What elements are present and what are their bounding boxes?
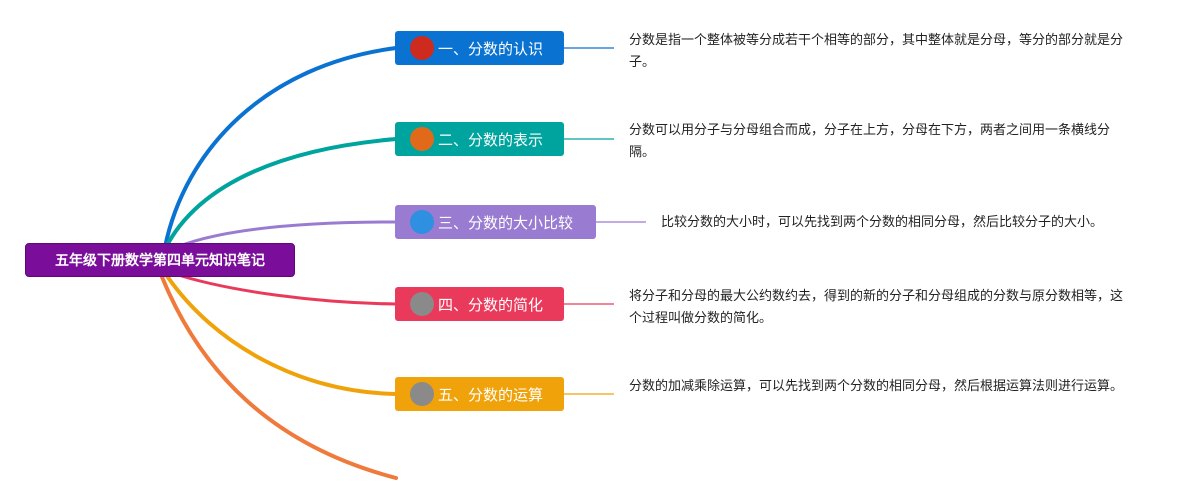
note-text-4: 将分子和分母的最大公约数约去，得到的新的分子和分母组成的分数与原分数相等，这个过… <box>629 289 1124 326</box>
number-badge-icon: 5 <box>410 382 434 406</box>
note-text-2: 分数可以用分子与分母组合而成，分子在上方，分母在下方，两者之间用一条横线分隔。 <box>629 123 1111 160</box>
number-badge-icon: 4 <box>410 292 434 316</box>
branch-label: 一、分数的认识 <box>438 39 544 58</box>
branch-topic-5[interactable]: 5 五、分数的运算 <box>395 377 564 411</box>
branch-label: 三、分数的大小比较 <box>438 213 574 232</box>
branch-curve-4 <box>170 271 398 306</box>
note-text-3: 比较分数的大小时，可以先找到两个分数的相同分母，然后比较分子的大小。 <box>661 215 1104 230</box>
branch-curve-2 <box>163 137 398 251</box>
number-badge-icon: 3 <box>410 210 434 234</box>
branch-curve-extra <box>160 275 398 480</box>
branch-label: 二、分数的表示 <box>438 130 544 149</box>
branch-curve-3 <box>166 220 398 253</box>
root-topic[interactable]: 五年级下册数学第四单元知识笔记 <box>25 243 295 277</box>
branch-curve-1 <box>163 46 398 249</box>
branch-topic-4[interactable]: 4 四、分数的简化 <box>395 287 564 321</box>
note-text-1: 分数是指一个整体被等分成若干个相等的部分，其中整体就是分母，等分的部分就是分子。 <box>629 33 1124 70</box>
branch-topic-1[interactable]: 1 一、分数的认识 <box>395 31 564 65</box>
branch-topic-3[interactable]: 3 三、分数的大小比较 <box>395 205 596 239</box>
root-topic-label: 五年级下册数学第四单元知识笔记 <box>55 253 265 269</box>
branch-curve-5 <box>165 274 398 396</box>
branch-label: 四、分数的简化 <box>438 295 544 314</box>
note-text-5: 分数的加减乘除运算，可以先找到两个分数的相同分母，然后根据运算法则进行运算。 <box>629 379 1124 394</box>
branch-topic-2[interactable]: 2 二、分数的表示 <box>395 122 564 156</box>
branch-label: 五、分数的运算 <box>438 385 544 404</box>
number-badge-icon: 1 <box>410 36 434 60</box>
number-badge-icon: 2 <box>410 127 434 151</box>
